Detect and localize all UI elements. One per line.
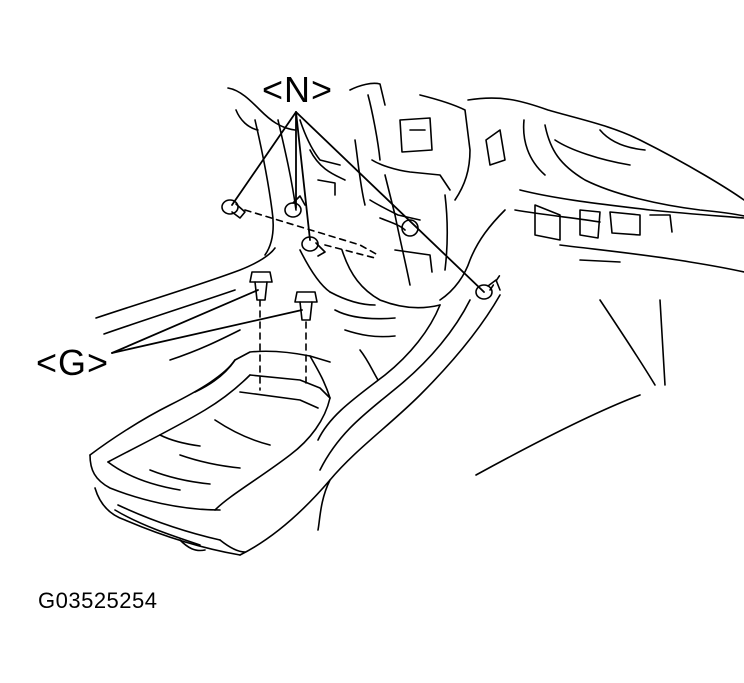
bolt-g-2	[294, 291, 318, 321]
clip-n-4	[475, 279, 501, 300]
clip-n-1	[221, 199, 246, 219]
clip-n-3	[301, 236, 326, 257]
callout-label-n: <N>	[262, 69, 334, 110]
callout-label-g: <G>	[36, 342, 110, 383]
dashboard-outline	[467, 97, 744, 476]
leader-lines-n	[231, 111, 485, 293]
alignment-dashes	[244, 209, 501, 391]
bolt-g-1	[249, 271, 273, 301]
console-body	[89, 119, 506, 556]
leader-lines-g	[111, 289, 303, 354]
figure-identifier: G03525254	[38, 588, 158, 613]
